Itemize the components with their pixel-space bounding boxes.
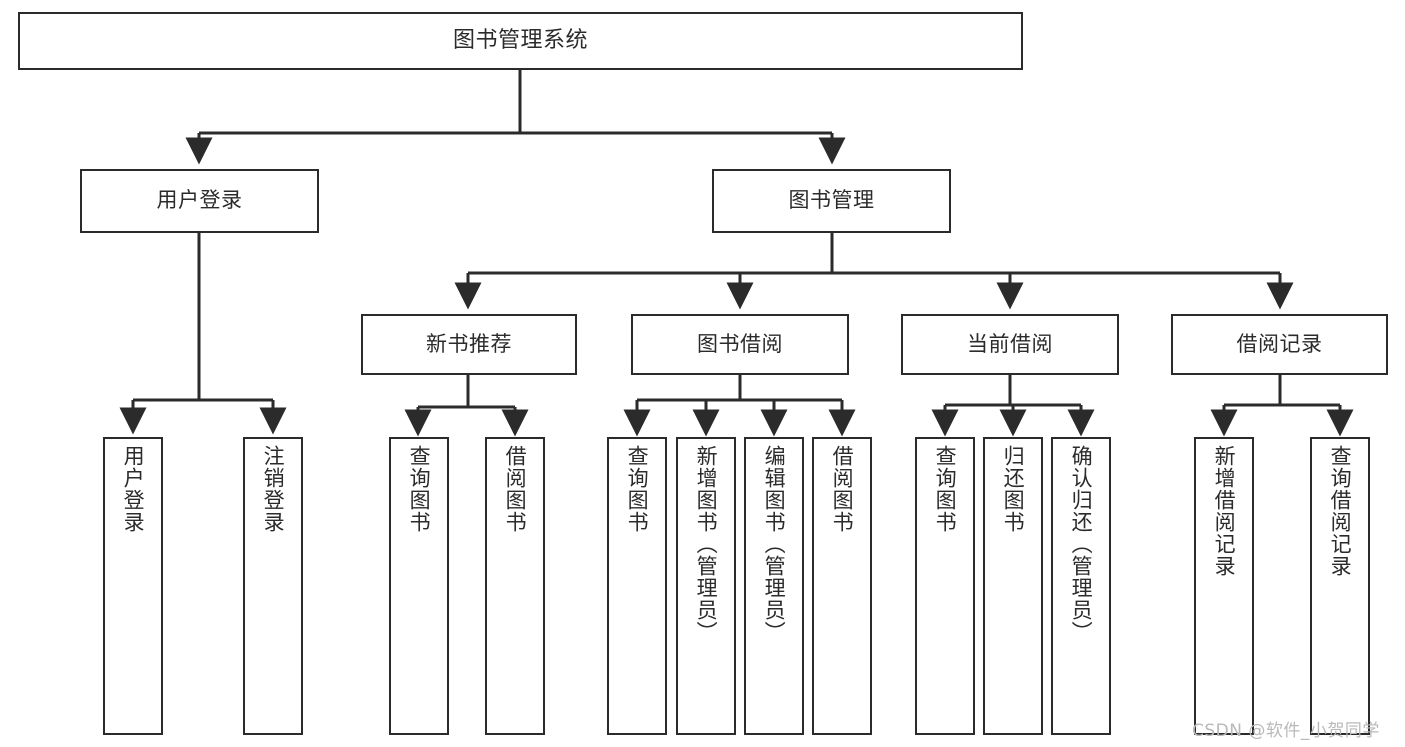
node-label: 查询图书 [625, 445, 650, 533]
leaf-user-login[interactable]: 用户登录 [103, 437, 163, 735]
leaf-borrow-book[interactable]: 借阅图书 [812, 437, 872, 735]
node-label: 归还图书 [1001, 445, 1026, 533]
node-label: 借阅图书 [503, 445, 528, 533]
csdn-watermark: CSDN @软件_小贺同学 [1192, 721, 1380, 741]
leaf-edit-book-admin[interactable]: 编辑图书（管理员） [744, 437, 804, 735]
node-label: 注销登录 [261, 445, 286, 533]
leaf-query-borrow-record[interactable]: 查询借阅记录 [1310, 437, 1370, 735]
node-new-book-recommend[interactable]: 新书推荐 [361, 314, 577, 375]
leaf-return-book[interactable]: 归还图书 [983, 437, 1043, 735]
leaf-user-logout[interactable]: 注销登录 [243, 437, 303, 735]
node-label: 图书管理系统 [452, 27, 588, 53]
node-label: 确认归还（管理员） [1069, 445, 1094, 643]
node-label: 图书借阅 [697, 331, 783, 356]
node-label: 查询图书 [933, 445, 958, 533]
leaf-query-book-borrow[interactable]: 查询图书 [607, 437, 667, 735]
node-root-system[interactable]: 图书管理系统 [18, 12, 1023, 70]
node-book-management[interactable]: 图书管理 [712, 169, 951, 233]
leaf-add-borrow-record[interactable]: 新增借阅记录 [1194, 437, 1254, 735]
node-user-login[interactable]: 用户登录 [80, 169, 319, 233]
node-label: 编辑图书（管理员） [762, 445, 787, 643]
node-label: 查询图书 [407, 445, 432, 533]
leaf-confirm-return-admin[interactable]: 确认归还（管理员） [1051, 437, 1111, 735]
node-label: 用户登录 [156, 188, 243, 213]
node-label: 用户登录 [121, 445, 146, 533]
node-label: 图书管理 [788, 188, 875, 213]
node-label: 新书推荐 [426, 331, 512, 356]
node-book-borrow[interactable]: 图书借阅 [631, 314, 849, 375]
leaf-add-book-admin[interactable]: 新增图书（管理员） [676, 437, 736, 735]
node-label: 当前借阅 [967, 331, 1053, 356]
leaf-borrow-book-recommend[interactable]: 借阅图书 [485, 437, 545, 735]
node-current-borrow[interactable]: 当前借阅 [901, 314, 1119, 375]
leaf-query-book-recommend[interactable]: 查询图书 [389, 437, 449, 735]
node-label: 新增图书（管理员） [694, 445, 719, 643]
node-label: 借阅记录 [1236, 331, 1323, 356]
node-borrow-record[interactable]: 借阅记录 [1171, 314, 1388, 375]
leaf-query-book-current[interactable]: 查询图书 [915, 437, 975, 735]
node-label: 新增借阅记录 [1212, 445, 1237, 577]
node-label: 查询借阅记录 [1328, 445, 1353, 577]
node-label: 借阅图书 [830, 445, 855, 533]
